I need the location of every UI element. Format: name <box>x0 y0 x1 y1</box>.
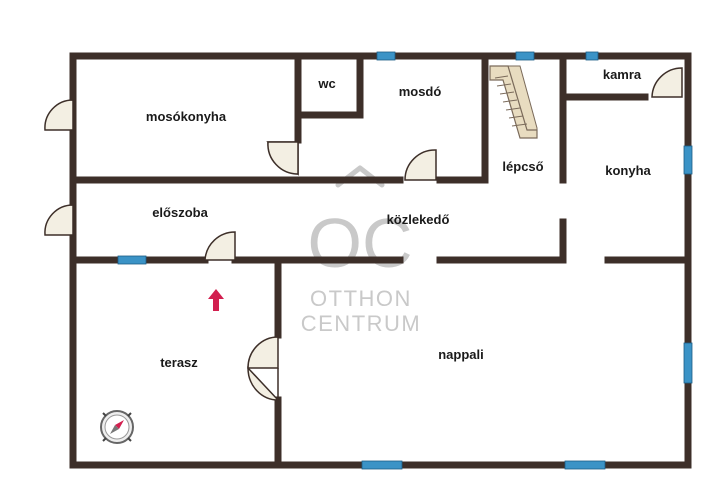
window-konyha <box>683 145 693 175</box>
room-label-terasz: terasz <box>160 355 198 370</box>
door-mosdo <box>404 149 437 181</box>
room-label-mosdo: mosdó <box>399 84 442 99</box>
room-label-mosokonyha: mosókonyha <box>146 109 227 124</box>
room-labels: mosókonyha wc mosdó lépcső kamra konyha … <box>146 67 652 370</box>
compass-icon <box>100 410 134 444</box>
window-eloszoba <box>117 255 147 265</box>
staircase <box>489 65 538 139</box>
doors <box>44 67 683 402</box>
room-label-nappali: nappali <box>438 347 484 362</box>
window-mosdo <box>376 51 396 61</box>
door-mosokonyha-outer <box>44 99 74 131</box>
room-label-eloszoba: előszoba <box>152 205 208 220</box>
window-nappali-bottom-2 <box>564 460 606 470</box>
door-terasz-upper <box>247 336 279 369</box>
room-label-lepcso: lépcső <box>502 159 543 174</box>
watermark-logo: OC <box>308 204 413 282</box>
room-label-kozlekedo: közlekedő <box>387 212 450 227</box>
door-terasz-lower <box>247 366 279 402</box>
window-nappali-right <box>683 342 693 384</box>
windows <box>117 51 693 470</box>
room-label-kamra: kamra <box>603 67 642 82</box>
window-nappali-bottom-1 <box>361 460 403 470</box>
window-kamra <box>585 51 599 61</box>
door-eloszoba-outer <box>44 204 74 236</box>
room-label-konyha: konyha <box>605 163 651 178</box>
window-lepcso <box>515 51 535 61</box>
entrance-arrow-icon <box>208 289 224 311</box>
watermark-line2: CENTRUM <box>301 311 422 336</box>
watermark-line1: OTTHON <box>310 286 412 311</box>
room-label-wc: wc <box>317 76 335 91</box>
door-eloszoba-terasz <box>204 231 236 261</box>
door-kamra <box>651 67 683 98</box>
watermark: OC OTTHON CENTRUM <box>301 165 422 336</box>
